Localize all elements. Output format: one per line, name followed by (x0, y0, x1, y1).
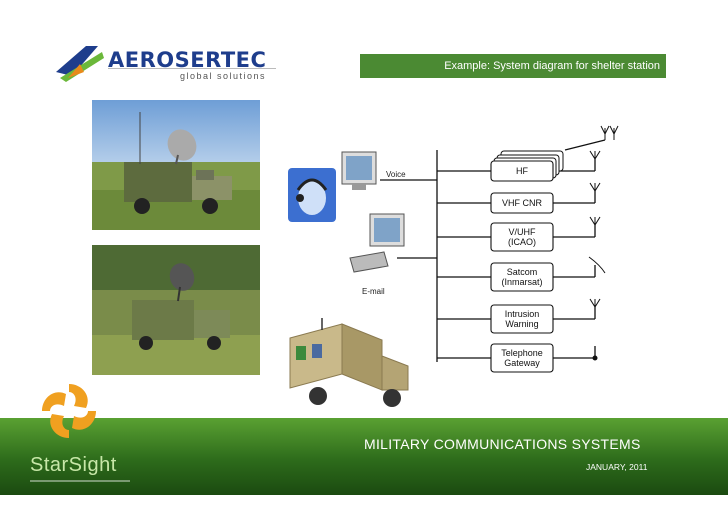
system-label-vhf-cnr: VHF CNR (502, 198, 542, 208)
system-label-intrusion: Intrusion (505, 309, 540, 319)
starsight-logo-icon (42, 384, 96, 438)
computer-voice-icon (341, 151, 377, 190)
system-box-hf (490, 160, 554, 182)
antenna-icon (589, 182, 601, 192)
footer-date: JANUARY, 2011 (586, 462, 648, 472)
shelter-vehicle-photo-1 (92, 100, 260, 230)
system-label-satcom: Satcom (507, 267, 538, 277)
aerosertec-logo (56, 46, 276, 82)
voice-label: Voice (386, 170, 406, 179)
antenna-icon (600, 125, 610, 140)
computer-email-icon (349, 213, 405, 273)
operator-headset-image (288, 168, 336, 222)
shelter-vehicle-photo-2 (92, 245, 260, 375)
satellite-dish-icon (588, 256, 606, 274)
system-box-vhf-cnr (490, 192, 554, 214)
system-label-telephone: Telephone (501, 348, 543, 358)
system-label-intrusion: Warning (505, 319, 538, 329)
system-box-telephone (490, 343, 554, 373)
antenna-icon (609, 125, 619, 140)
antenna-icon (589, 150, 601, 160)
system-label-v-uhf: (ICAO) (508, 237, 536, 247)
starsight-name: StarSight (30, 454, 117, 476)
footer-bar (0, 418, 728, 495)
telephone-endpoint (592, 355, 598, 361)
system-label-v-uhf: V/UHF (509, 227, 537, 237)
system-label-satcom: (Inmarsat) (501, 277, 542, 287)
system-box-v-uhf (490, 222, 554, 252)
system-box-intrusion (490, 304, 554, 334)
system-box-satcom (490, 262, 554, 292)
logo-wordmark: AEROSERTEC (108, 48, 267, 72)
system-label-hf: HF (516, 166, 528, 176)
logo-tagline: global solutions (180, 71, 267, 81)
footer-title: MILITARY COMMUNICATIONS SYSTEMS (364, 436, 641, 452)
antenna-icon (589, 216, 601, 226)
vehicle-3d-model (282, 318, 412, 408)
example-banner: Example: System diagram for shelter stat… (360, 54, 666, 78)
system-label-telephone: Gateway (504, 358, 540, 368)
diagram-wires (380, 139, 606, 362)
email-label: E-mail (362, 287, 385, 296)
starsight-tagline-graphic (30, 480, 130, 482)
antenna-icon (589, 298, 601, 308)
